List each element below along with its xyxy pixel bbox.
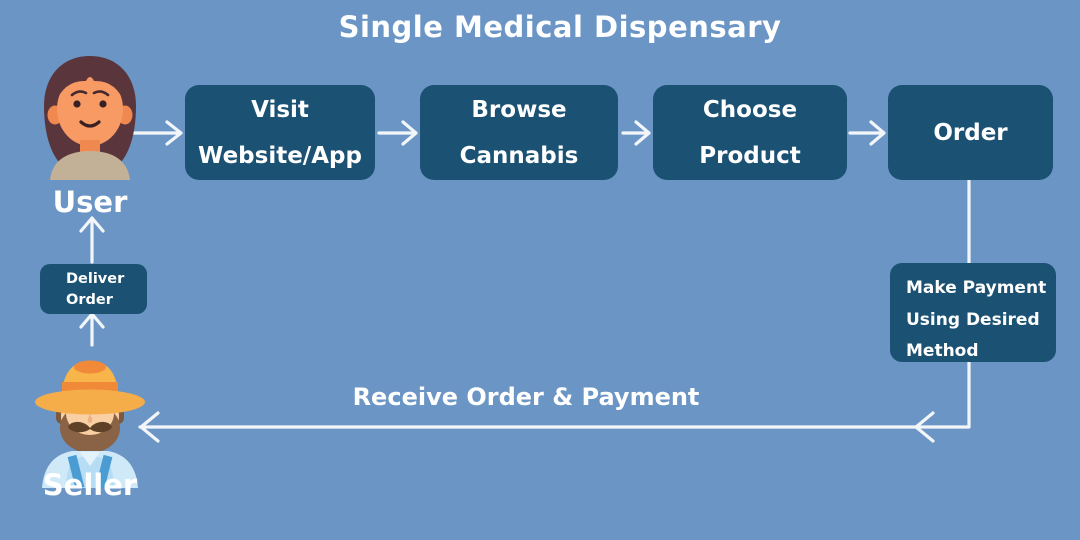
arrow-right-icon [165, 120, 183, 146]
seller-avatar [35, 360, 145, 488]
step-line: Order [66, 292, 113, 308]
arrow-right-icon [401, 120, 418, 146]
step-line: Order [933, 119, 1008, 146]
step-line: Choose [702, 96, 798, 123]
step-line: Method [906, 341, 979, 361]
step-line: Using Desired [906, 309, 1040, 330]
step-line: Cannabis [459, 142, 579, 169]
step-choose-product: Choose Product [653, 85, 847, 180]
step-line: Visit [251, 96, 309, 123]
seller-label: Seller [42, 468, 138, 502]
step-order: Order [888, 85, 1053, 180]
arrow-right-icon [869, 120, 886, 146]
step-deliver-order: Deliver Order [40, 264, 147, 314]
user-label: User [52, 185, 128, 219]
arrow-left-icon [914, 411, 935, 443]
arrow-left-icon [139, 411, 160, 443]
page-title: Single Medical Dispensary [338, 10, 782, 44]
user-avatar [44, 56, 136, 180]
step-browse-cannabis: Browse Cannabis [420, 85, 618, 180]
arrow-up-icon [79, 312, 105, 329]
arrow-up-icon [79, 216, 105, 233]
step-make-payment: Make Payment Using Desired Method [890, 263, 1056, 362]
step-line: Website/App [198, 142, 362, 169]
receive-order-payment-label: Receive Order & Payment [352, 383, 700, 411]
arrow-right-icon [634, 120, 651, 146]
step-line: Deliver [66, 271, 125, 287]
step-line: Product [699, 142, 801, 169]
step-line: Browse [471, 96, 567, 123]
step-line: Make Payment [906, 278, 1047, 298]
step-visit-website: Visit Website/App [185, 85, 375, 180]
